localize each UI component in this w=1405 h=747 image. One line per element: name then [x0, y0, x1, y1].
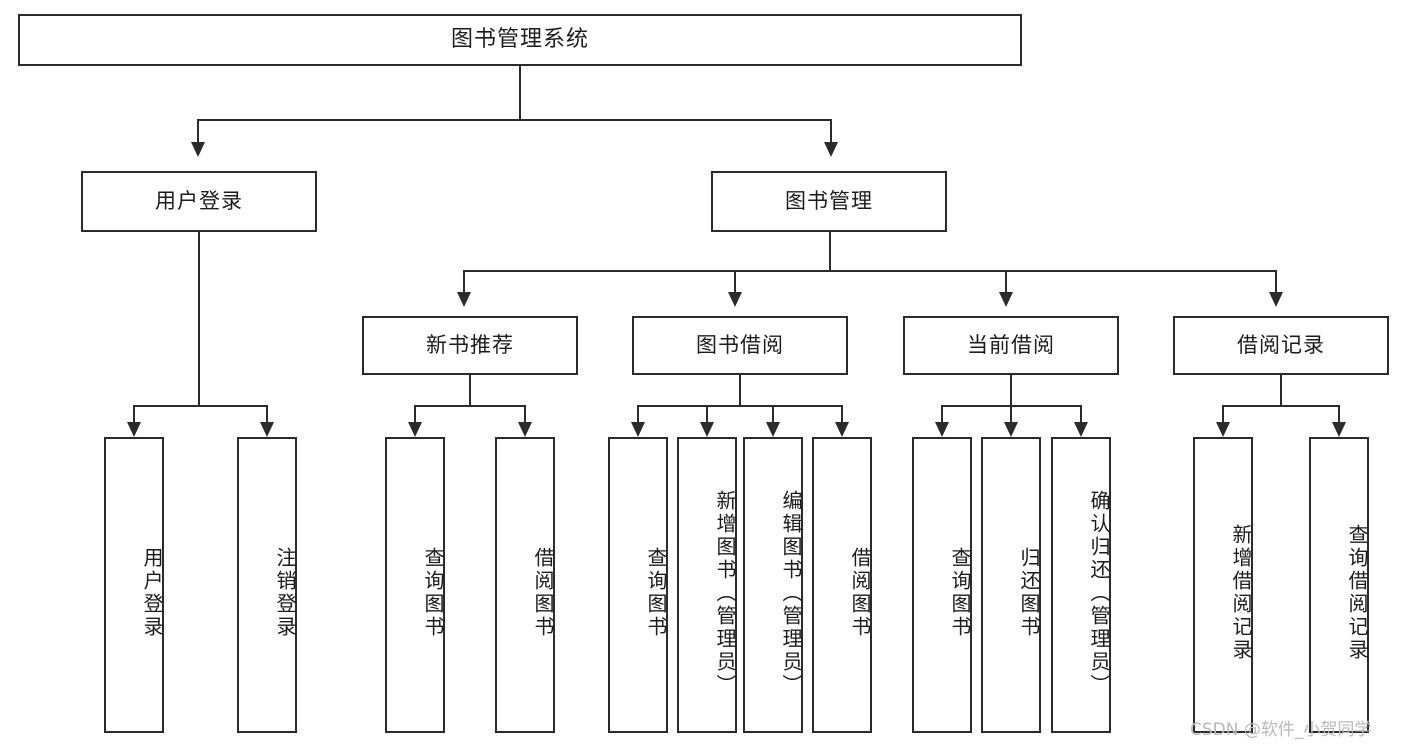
node-book-manage[interactable]: 图书管理 — [711, 171, 947, 232]
node-user-login[interactable]: 用户登录 — [81, 171, 317, 232]
connector-drop-leaf-return-book — [1010, 405, 1012, 425]
arrowhead-user-login — [191, 142, 205, 157]
connector-borrow-record-stem — [1280, 375, 1282, 405]
connector-drop-leaf-borrow-book-1 — [524, 405, 526, 425]
connector-drop-leaf-query-book-3 — [941, 405, 943, 425]
arrowhead-borrow-record — [1269, 292, 1283, 307]
leaf-user-login[interactable]: 用户登录 — [104, 437, 164, 733]
connector-drop-leaf-query-book-1 — [414, 405, 416, 425]
connector-book-borrow-stem — [739, 375, 741, 405]
connector-drop-leaf-user-login — [133, 405, 135, 425]
connector-level2-bus — [197, 119, 832, 121]
arrowhead-leaf-user-login — [127, 422, 141, 437]
connector-user-login-stem — [198, 232, 200, 405]
arrowhead-leaf-query-book-3 — [935, 422, 949, 437]
connector-new-book-rec-stem — [469, 375, 471, 405]
leaf-borrow-book[interactable]: 借阅图书 — [812, 437, 872, 733]
leaf-return-book[interactable]: 归还图书 — [981, 437, 1041, 733]
arrowhead-leaf-query-record — [1332, 422, 1346, 437]
arrowhead-new-book-rec — [457, 292, 471, 307]
arrowhead-leaf-query-book-1 — [408, 422, 422, 437]
arrowhead-leaf-logout — [260, 422, 274, 437]
arrowhead-leaf-edit-book — [766, 422, 780, 437]
connector-drop-leaf-confirm-return — [1080, 405, 1082, 425]
leaf-logout-login[interactable]: 注销登录 — [237, 437, 297, 733]
arrowhead-leaf-query-book-2 — [631, 422, 645, 437]
connector-book-borrow-bus — [637, 405, 843, 407]
connector-user-login-bus — [133, 405, 268, 407]
arrowhead-book-borrow — [728, 292, 742, 307]
node-book-borrow[interactable]: 图书借阅 — [632, 316, 848, 375]
connector-drop-leaf-query-record — [1338, 405, 1340, 425]
node-root-system[interactable]: 图书管理系统 — [18, 14, 1022, 66]
connector-book-manage-stem — [829, 232, 831, 270]
connector-drop-user-login — [197, 119, 199, 144]
leaf-confirm-return[interactable]: 确认归还（管理员） — [1051, 437, 1111, 733]
connector-drop-leaf-borrow-book-2 — [841, 405, 843, 425]
arrowhead-leaf-add-record — [1216, 422, 1230, 437]
arrowhead-leaf-borrow-book-1 — [518, 422, 532, 437]
leaf-borrow-book-new-rec[interactable]: 借阅图书 — [495, 437, 555, 733]
connector-drop-leaf-edit-book — [772, 405, 774, 425]
connector-drop-leaf-add-book — [706, 405, 708, 425]
leaf-edit-book[interactable]: 编辑图书（管理员） — [743, 437, 803, 733]
leaf-add-book[interactable]: 新增图书（管理员） — [677, 437, 737, 733]
leaf-add-borrow-record[interactable]: 新增借阅记录 — [1193, 437, 1253, 733]
node-current-borrow[interactable]: 当前借阅 — [903, 316, 1119, 375]
connector-drop-leaf-query-book-2 — [637, 405, 639, 425]
connector-drop-leaf-add-record — [1222, 405, 1224, 425]
connector-drop-leaf-logout — [266, 405, 268, 425]
node-new-book-rec[interactable]: 新书推荐 — [362, 316, 578, 375]
arrowhead-leaf-confirm-return — [1074, 422, 1088, 437]
arrowhead-current-borrow — [999, 292, 1013, 307]
connector-drop-book-manage — [830, 119, 832, 144]
connector-level3-bus — [463, 270, 1277, 272]
connector-borrow-record-bus — [1222, 405, 1340, 407]
arrowhead-leaf-borrow-book-2 — [835, 422, 849, 437]
connector-drop-borrow-record — [1275, 270, 1277, 295]
arrowhead-leaf-add-book — [700, 422, 714, 437]
leaf-query-borrow-record[interactable]: 查询借阅记录 — [1309, 437, 1369, 733]
leaf-query-book-new-rec[interactable]: 查询图书 — [385, 437, 445, 733]
connector-drop-current-borrow — [1005, 270, 1007, 295]
node-borrow-record[interactable]: 借阅记录 — [1173, 316, 1389, 375]
arrowhead-book-manage — [824, 142, 838, 157]
connector-new-book-rec-bus — [414, 405, 526, 407]
arrowhead-leaf-return-book — [1004, 422, 1018, 437]
leaf-query-book-current[interactable]: 查询图书 — [912, 437, 972, 733]
connector-drop-book-borrow — [734, 270, 736, 295]
leaf-query-book-borrow[interactable]: 查询图书 — [608, 437, 668, 733]
connector-drop-new-book-rec — [463, 270, 465, 295]
connector-root-stem — [519, 66, 521, 119]
connector-current-borrow-stem — [1010, 375, 1012, 405]
